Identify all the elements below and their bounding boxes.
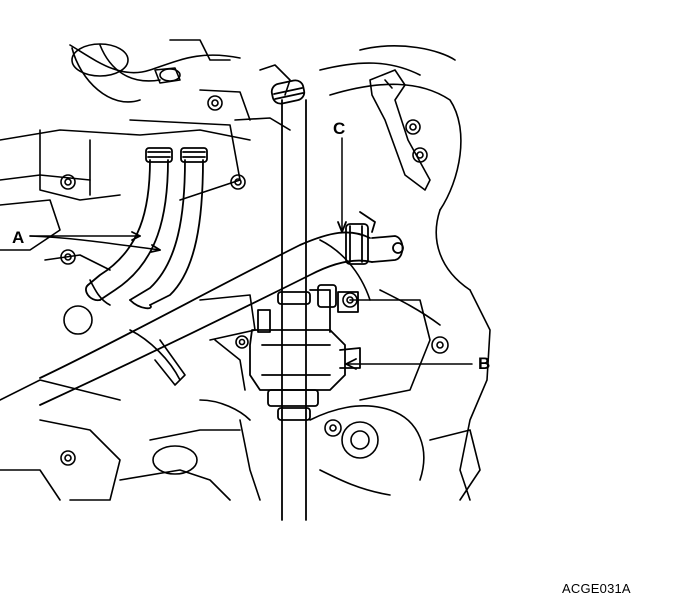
figure-code: ACGE031A bbox=[562, 581, 631, 596]
vertical-hose bbox=[270, 79, 311, 521]
purge-control-valve bbox=[249, 284, 361, 407]
leader-arrow-c bbox=[337, 137, 347, 233]
mounting-bracket bbox=[369, 69, 431, 191]
leader-arrow-a bbox=[29, 231, 161, 253]
leader-arrow-b bbox=[345, 358, 473, 370]
hose-c bbox=[39, 211, 404, 406]
bolt-heads bbox=[60, 95, 449, 466]
hose-a bbox=[85, 147, 208, 310]
engine-block-outline bbox=[0, 39, 491, 501]
engine-ports bbox=[63, 43, 379, 475]
callout-label-b: B bbox=[478, 354, 491, 373]
callout-label-a: A bbox=[12, 228, 25, 247]
callout-label-c: C bbox=[333, 119, 346, 138]
